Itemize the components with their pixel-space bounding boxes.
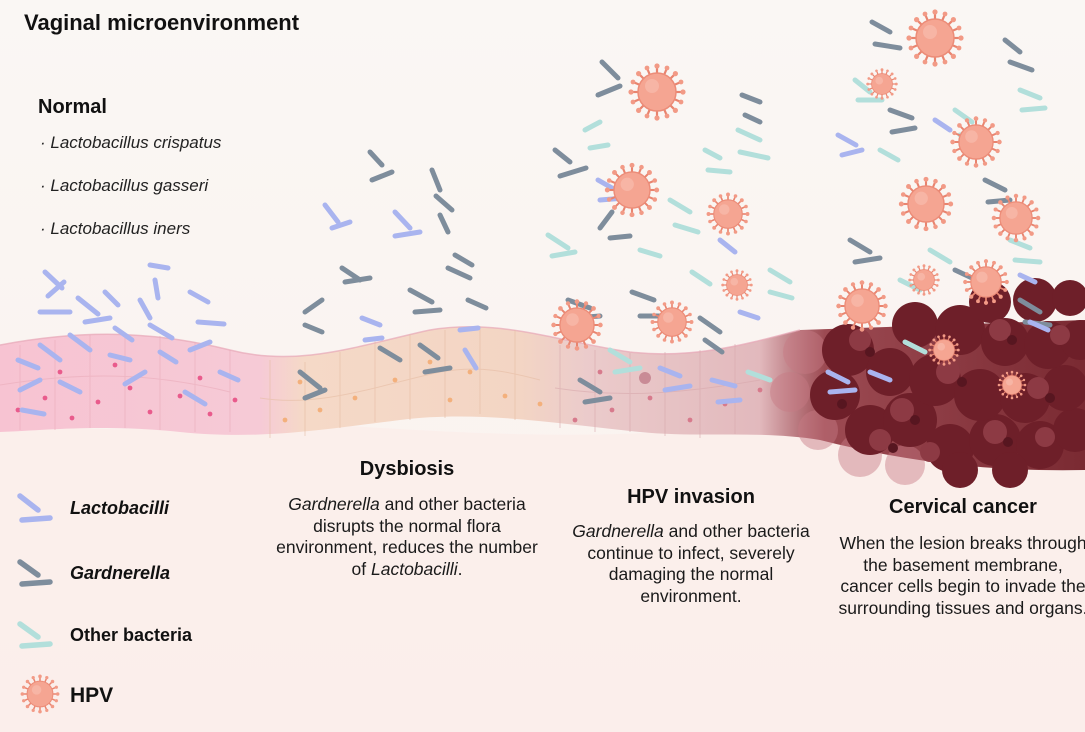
hpv-invasion-description: Gardnerella and other bacteria continue …	[572, 521, 810, 606]
dysbiosis-description: Gardnerella and other bacteria disrupts …	[276, 494, 538, 579]
legend-label-gardnerella: Gardnerella	[70, 563, 171, 583]
legend-icon-other-bacteria	[17, 621, 53, 649]
legend-icon-lactobacilli	[17, 493, 53, 523]
lactobacilli-cluster-normal	[15, 262, 241, 417]
page-title: Vaginal microenvironment	[24, 10, 300, 35]
legend-label-hpv: HPV	[70, 684, 114, 707]
species-item: · Lactobacillus gasseri	[40, 176, 209, 195]
legend-icon-gardnerella	[17, 559, 53, 587]
species-item: · Lactobacillus crispatus	[40, 133, 222, 152]
lactobacilli-cluster-dysbiosis	[322, 202, 481, 371]
dysbiosis-heading: Dysbiosis	[359, 458, 455, 480]
cervical-cancer-description: When the lesion breaks through the basem…	[838, 533, 1085, 618]
species-item: · Lactobacillus iners	[40, 219, 191, 238]
cervical-cancer-heading: Cervical cancer	[889, 496, 1037, 518]
hpv-invasion-heading: HPV invasion	[627, 486, 755, 508]
legend-icon-hpv	[19, 673, 61, 715]
gardnerella-cluster-dysbiosis	[297, 149, 489, 401]
legend-label-other-bacteria: Other bacteria	[70, 625, 193, 645]
epithelium-band	[0, 320, 1085, 471]
legend-label-lactobacilli: Lactobacilli	[70, 498, 170, 518]
normal-heading: Normal	[38, 96, 107, 118]
